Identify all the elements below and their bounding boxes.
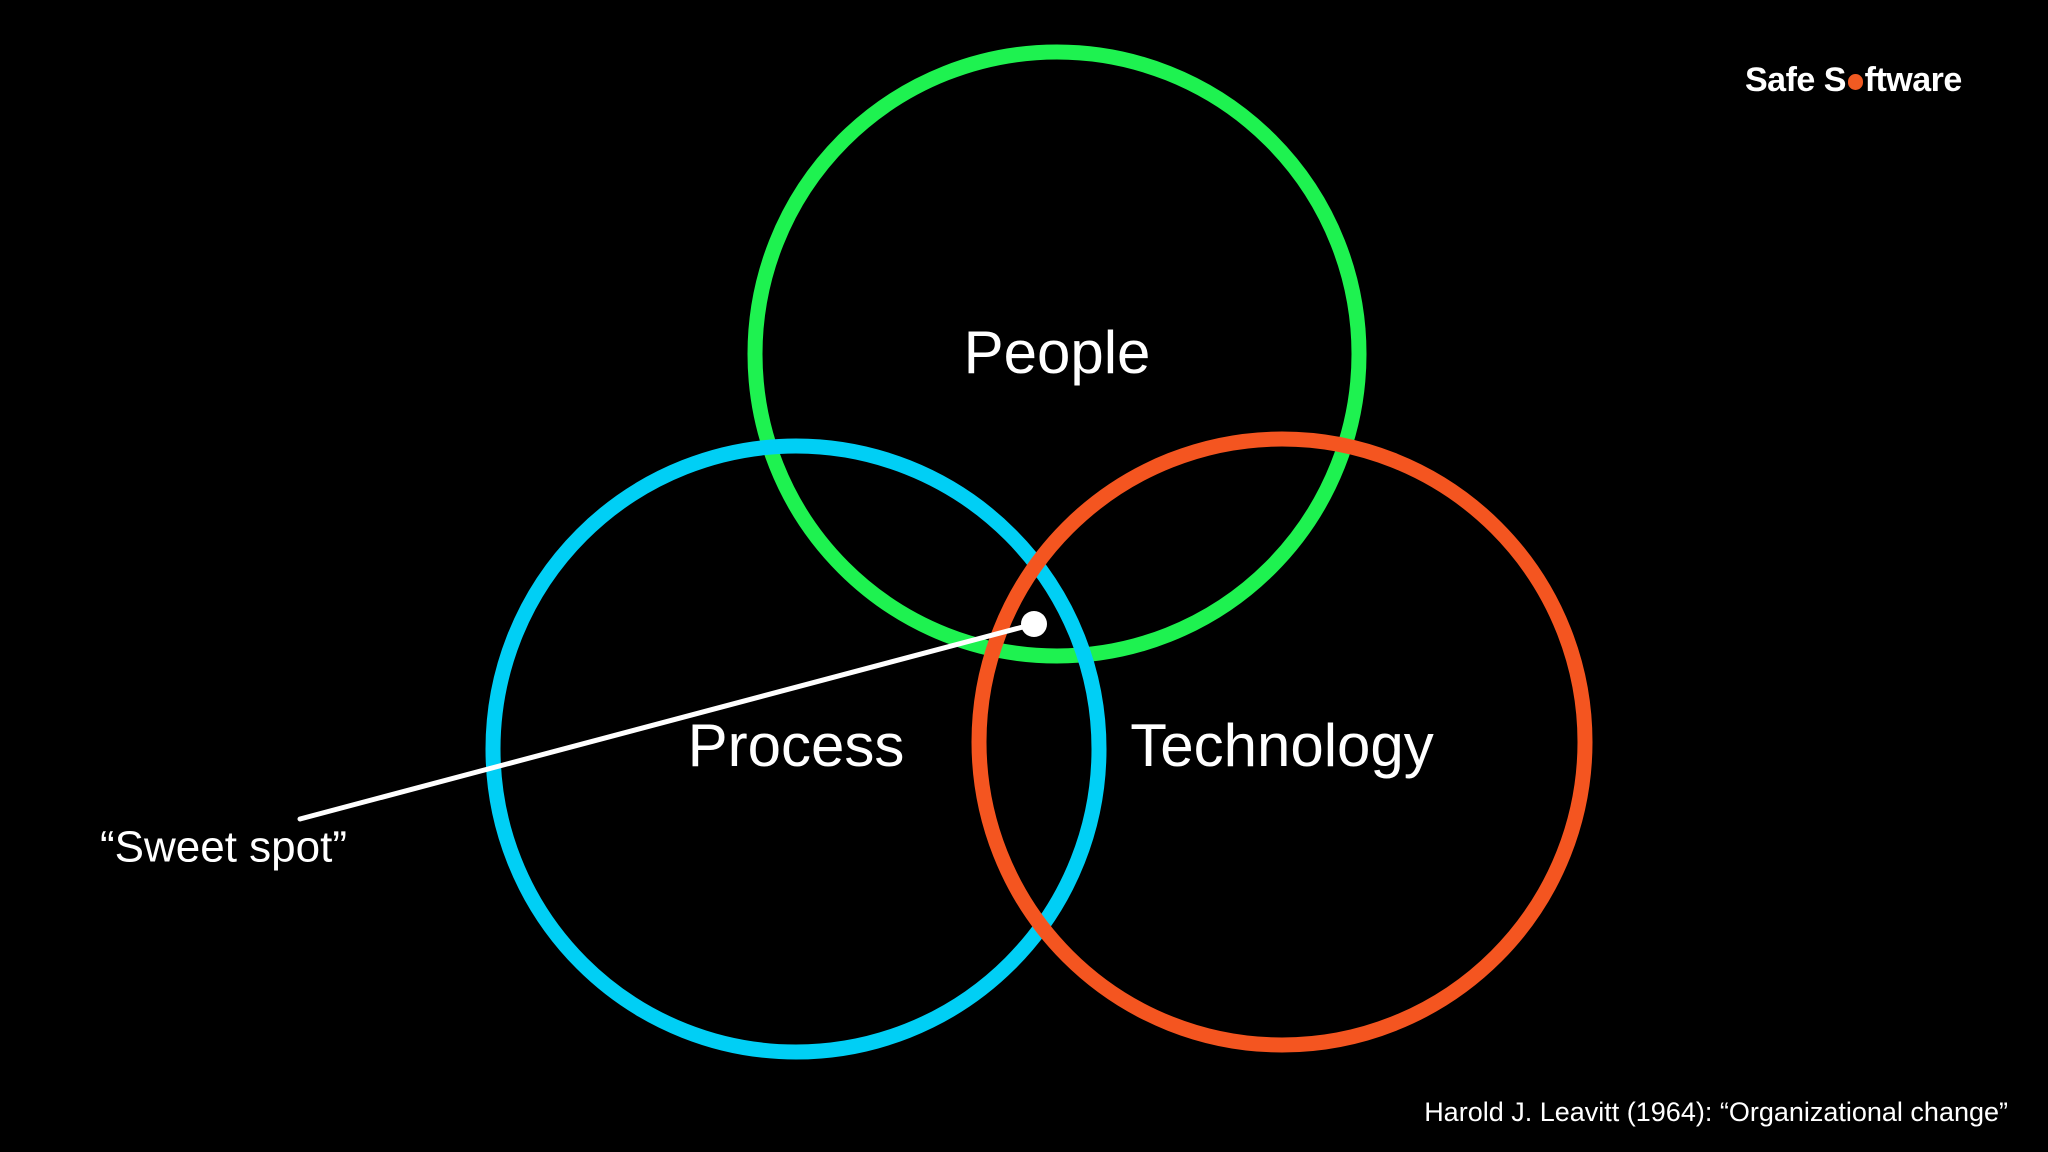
logo-text-start: Safe S [1745, 61, 1846, 99]
technology-label: Technology [1130, 712, 1434, 779]
logo-text-end: ftware [1864, 61, 1963, 99]
process-circle [485, 438, 1107, 1060]
process-label: Process [688, 712, 905, 779]
citation: Harold J. Leavitt (1964): “Organizationa… [1424, 1097, 2008, 1127]
sweet-spot-dot [1021, 611, 1047, 637]
technology-circle [971, 431, 1593, 1053]
sweet-spot-pointer-line [297, 621, 1037, 822]
people-circle [747, 44, 1367, 664]
safe-software-logo: Safe S ftware [1745, 56, 1985, 104]
logo-dot [1847, 74, 1864, 90]
logo-o-dot-icon [1846, 73, 1865, 92]
people-label: People [964, 319, 1151, 386]
sweet-spot-label: “Sweet spot” [100, 823, 347, 872]
